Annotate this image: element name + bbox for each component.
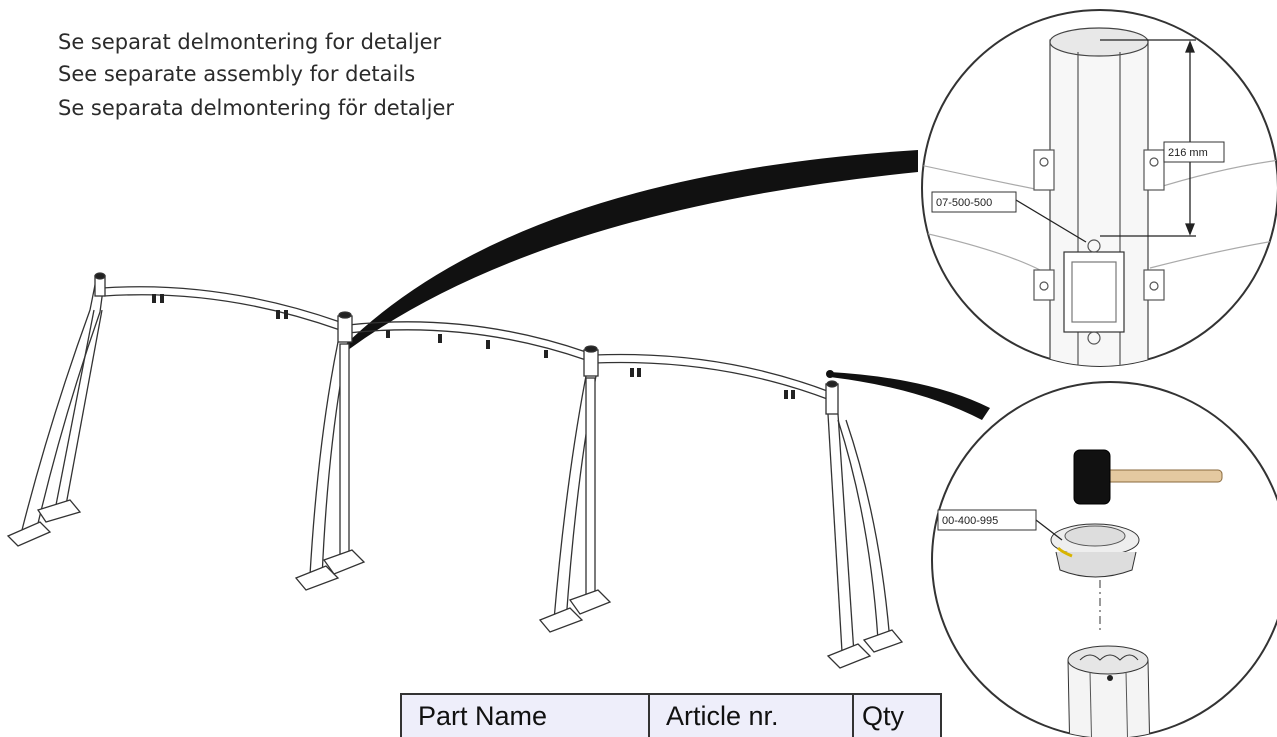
- dimension-label: 216 mm: [1168, 147, 1208, 159]
- header-article-nr: Article nr.: [650, 695, 854, 737]
- frame-2: [294, 311, 366, 591]
- instruction-swedish: Se separata delmontering för detaljer: [58, 96, 455, 120]
- detail-top: 216 mm 07-500-500: [921, 9, 1277, 367]
- instruction-english: See separate assembly for details: [58, 62, 416, 86]
- frame-4: [825, 380, 904, 669]
- parts-table-header: Part Name Article nr. Qty: [400, 693, 942, 737]
- leader-line-top: [345, 150, 918, 350]
- beam-clips: [152, 294, 795, 399]
- frame-3: [538, 345, 612, 633]
- hammer-icon: [1073, 449, 1223, 505]
- leader-line-bottom: [830, 372, 990, 420]
- instruction-norwegian: Se separat delmontering for detaljer: [58, 30, 442, 54]
- header-part-name: Part Name: [402, 695, 650, 737]
- part-label-top: 07-500-500: [936, 197, 992, 209]
- detail-bottom: 00-400-995: [931, 381, 1277, 737]
- arch-beams: [101, 286, 831, 401]
- header-qty: Qty: [862, 700, 905, 731]
- frame-1: [6, 272, 106, 547]
- part-label-bottom: 00-400-995: [942, 515, 998, 527]
